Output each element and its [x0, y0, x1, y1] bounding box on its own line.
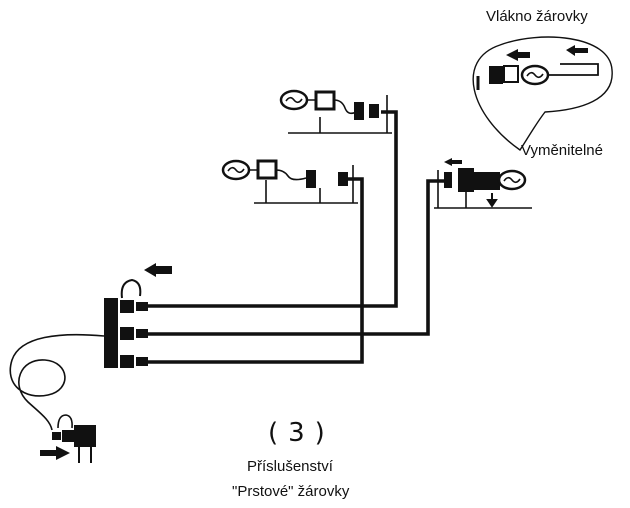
bulb-icon	[221, 159, 251, 181]
callout-arrow-small-left-icon	[566, 45, 588, 56]
arrow-right-icon	[40, 446, 70, 460]
callout-lamp-socket	[489, 66, 503, 84]
replaceable-label: Vyměnitelné	[521, 142, 603, 159]
lamp-lead	[307, 99, 357, 115]
bulb-icon	[279, 89, 309, 111]
mount-bracket	[254, 165, 358, 204]
connector-plug	[136, 302, 148, 311]
connector-loop	[57, 414, 73, 429]
connector-plug	[136, 357, 148, 366]
callout-bubble-outline	[472, 36, 613, 151]
connector-block	[444, 172, 452, 188]
connector-plug	[52, 432, 61, 440]
lamp-holder	[314, 90, 336, 111]
distribution-bar	[104, 298, 118, 368]
wire-to-right-lamp	[148, 179, 444, 336]
cable-coil	[9, 333, 105, 431]
supply-cable	[9, 333, 105, 431]
loop-cable	[120, 278, 142, 299]
lamp-unit-top	[279, 89, 392, 134]
callout-filament-wire	[548, 63, 599, 76]
lamp-holder-dark	[474, 172, 500, 190]
connector-block	[354, 102, 364, 120]
lamp-unit-middle	[221, 159, 358, 204]
bulb-icon	[497, 169, 527, 191]
callout-arrow-left-icon	[506, 49, 530, 61]
wire-to-middle-lamp	[148, 177, 364, 364]
connector-block	[338, 172, 348, 186]
connector-plug	[120, 355, 134, 368]
wire-to-top-lamp	[148, 110, 398, 308]
connector-body	[74, 425, 96, 447]
callout-lamp-base	[503, 65, 519, 83]
lamp-holder-dark	[458, 168, 474, 192]
filament-callout	[472, 36, 613, 151]
connector-block	[369, 104, 379, 118]
connector-plug	[136, 329, 148, 338]
lamp-lead	[249, 169, 307, 181]
arrow-left-small-icon	[444, 158, 462, 166]
connector-plug	[62, 430, 74, 442]
power-connector	[40, 425, 96, 463]
connector-pins	[78, 447, 92, 463]
callout-lamp-icon	[520, 64, 550, 86]
filament-label: Vlákno žárovky	[486, 8, 588, 25]
mount-bracket	[288, 95, 392, 134]
lamp-unit-right	[434, 158, 532, 209]
connector-plug	[120, 300, 134, 313]
caption-line-2: "Prstové" žárovky	[232, 483, 350, 500]
arrow-left-icon	[144, 263, 172, 277]
figure-number: (3)	[268, 418, 335, 448]
distribution-block	[104, 263, 172, 368]
wiring	[148, 110, 444, 364]
connector-block	[306, 170, 316, 188]
caption-line-1: Příslušenství	[247, 458, 333, 475]
connector-plug	[120, 327, 134, 340]
arrow-down-icon	[486, 193, 498, 208]
lamp-holder	[256, 159, 278, 180]
